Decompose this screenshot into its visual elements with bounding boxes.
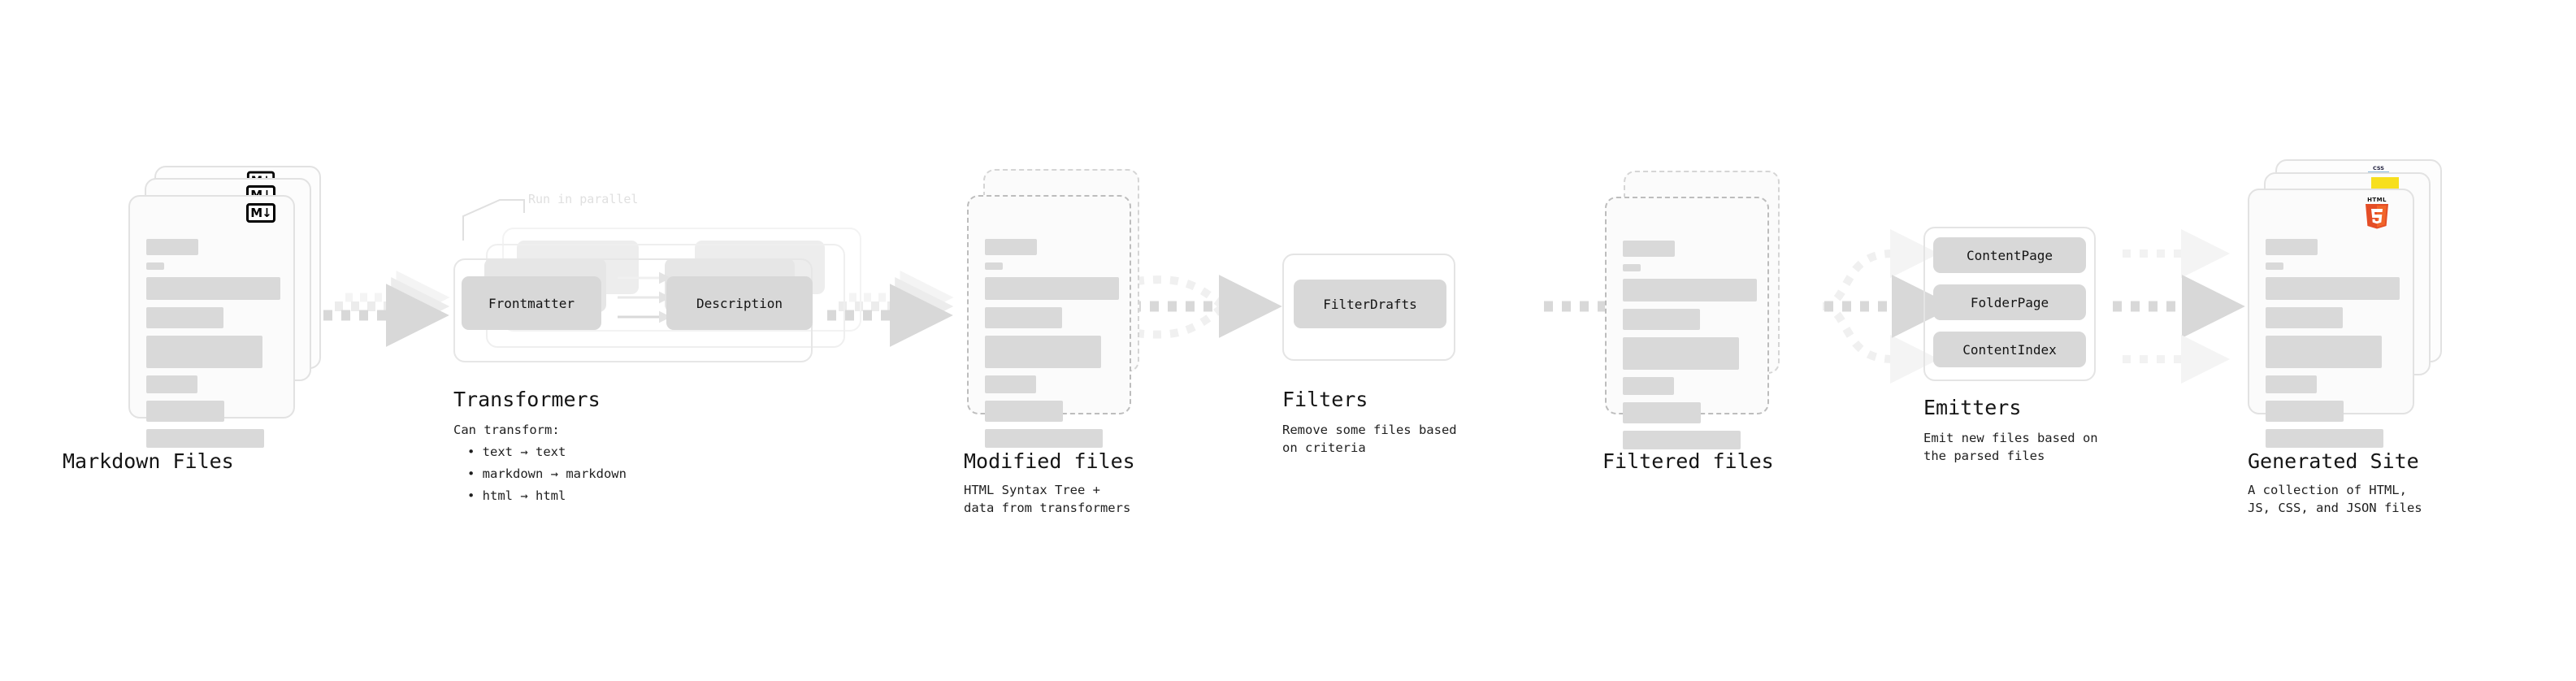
- content-bar: [985, 277, 1119, 300]
- svg-text:CSS: CSS: [2373, 165, 2384, 171]
- stage-desc-filters: Remove some files based on criteria: [1282, 423, 1457, 456]
- content-bar: [2266, 429, 2383, 448]
- content-bar: [2266, 262, 2283, 270]
- file-content-bars: [2266, 239, 2400, 455]
- content-bar: [985, 429, 1103, 448]
- arrow-md-to-transformers: [323, 271, 450, 347]
- stage-title-generated-site: Generated Site: [2248, 449, 2419, 473]
- content-bar: [146, 401, 224, 422]
- stage-bullet-text-text: • text → text: [467, 445, 566, 459]
- content-bar: [2266, 401, 2344, 422]
- content-bar: [2266, 375, 2317, 393]
- content-bar: [2266, 239, 2318, 255]
- content-bar: [146, 307, 223, 328]
- content-bar: [1623, 264, 1641, 271]
- emitters-group-box: [1923, 227, 2096, 381]
- stage-title-markdown-files: Markdown Files: [63, 449, 234, 473]
- pill-folderpage[interactable]: FolderPage: [1933, 284, 2086, 320]
- stage-title-emitters: Emitters: [1923, 396, 2022, 419]
- file-content-bars: [985, 239, 1119, 455]
- svg-text:HTML: HTML: [2367, 197, 2387, 203]
- html5-badge: HTML: [2363, 195, 2391, 229]
- content-bar: [1623, 309, 1700, 330]
- stage-desc-emitters: Emit new files based on the parsed files: [1923, 431, 2098, 464]
- content-bar: [985, 336, 1101, 368]
- run-in-parallel-label: Run in parallel: [528, 192, 639, 206]
- pill-description[interactable]: Description: [666, 276, 813, 330]
- content-bar: [1623, 337, 1739, 370]
- content-bar: [146, 239, 198, 255]
- stage-desc-generated-site: A collection of HTML, JS, CSS, and JSON …: [2248, 483, 2422, 516]
- file-content-bars: [146, 239, 280, 455]
- content-bar: [2266, 277, 2400, 300]
- pill-contentindex[interactable]: ContentIndex: [1933, 332, 2086, 367]
- content-bar: [146, 375, 197, 393]
- modified-file-card-front: [967, 195, 1131, 448]
- content-bar: [1623, 431, 1741, 449]
- stage-bullet-html-html: • html → html: [467, 488, 566, 503]
- filters-group-box: [1282, 254, 1455, 361]
- content-bar: [1623, 402, 1701, 423]
- content-bar: [985, 375, 1036, 393]
- stage-desc-transformers-intro: Can transform:: [453, 423, 560, 437]
- stage-title-filtered-files: Filtered files: [1602, 449, 1774, 473]
- stage-desc-modified-files: HTML Syntax Tree + data from transformer…: [964, 483, 1131, 516]
- content-bar: [985, 401, 1063, 422]
- content-bar: [146, 262, 164, 270]
- pill-filterdrafts[interactable]: FilterDrafts: [1294, 280, 1446, 328]
- pill-contentpage[interactable]: ContentPage: [1933, 237, 2086, 273]
- pill-frontmatter[interactable]: Frontmatter: [462, 276, 601, 330]
- content-bar: [1623, 241, 1675, 257]
- stage-title-modified-files: Modified files: [964, 449, 1135, 473]
- content-bar: [146, 277, 280, 300]
- transformer-inner-arrows: [618, 271, 671, 323]
- arrow-modified-to-filters: [1132, 275, 1282, 339]
- content-bar: [146, 336, 262, 368]
- content-bar: [985, 262, 1003, 270]
- markdown-file-card-front: [128, 195, 295, 448]
- content-bar: [146, 429, 264, 448]
- stage-title-filters: Filters: [1282, 388, 1368, 411]
- markdown-badge: M↓: [246, 203, 275, 223]
- content-bar: [1623, 377, 1674, 395]
- arrow-filtered-to-emitters: [1822, 229, 1955, 384]
- stage-bullet-markdown-markdown: • markdown → markdown: [467, 466, 627, 481]
- content-bar: [2266, 307, 2343, 328]
- stage-title-transformers: Transformers: [453, 388, 601, 411]
- content-bar: [2266, 336, 2382, 368]
- content-bar: [985, 239, 1037, 255]
- arrow-emitters-to-site: [2113, 229, 2245, 384]
- filtered-file-card-front: [1605, 197, 1769, 449]
- site-file-card-front: [2248, 189, 2414, 448]
- file-content-bars: [1623, 241, 1757, 457]
- content-bar: [985, 307, 1062, 328]
- content-bar: [1623, 279, 1757, 301]
